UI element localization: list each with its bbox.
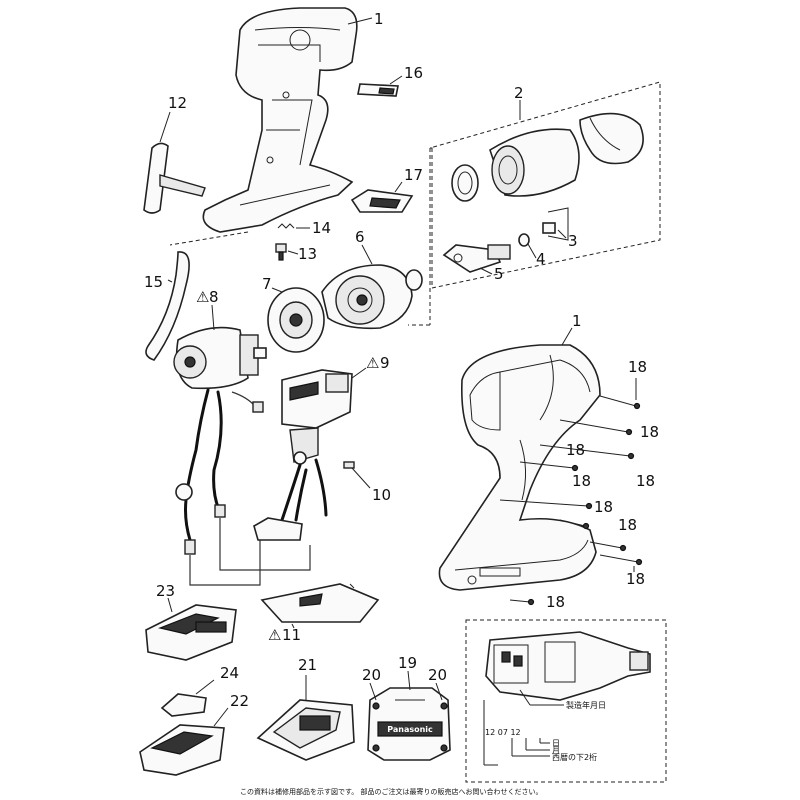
label-20-right: 20	[428, 666, 447, 684]
part-17-plate	[350, 189, 414, 213]
part-6-hammer-case	[321, 264, 423, 330]
housing-half-top	[202, 7, 358, 233]
part-24-cover	[160, 693, 207, 717]
label-4: 4	[536, 250, 546, 268]
label-17: 17	[404, 166, 423, 184]
part-18-screws	[499, 395, 643, 606]
part-7-gear	[267, 287, 325, 353]
part-23-battery	[145, 604, 237, 661]
part-10-screw	[343, 461, 355, 469]
label-12: 12	[168, 94, 187, 112]
part-4-ring	[518, 233, 530, 247]
switch-wire-left	[280, 463, 302, 522]
label-5: 5	[494, 265, 504, 283]
label-18-i: 18	[546, 593, 565, 611]
label-19: 19	[398, 654, 417, 672]
label-2: 2	[514, 84, 524, 102]
label-9: 9	[380, 354, 390, 372]
part-22-battery	[139, 724, 225, 776]
label-23: 23	[156, 582, 175, 600]
inset-legend-month: 月	[552, 746, 560, 755]
part-3-ring	[542, 207, 569, 241]
label-18-e: 18	[636, 472, 655, 490]
warning-8-icon: ⚠	[196, 288, 209, 306]
label-18-g: 18	[618, 516, 637, 534]
motor-wire-left	[184, 388, 210, 542]
label-11: 11	[282, 626, 301, 644]
inset-callout-label: 製造年月日	[566, 700, 606, 710]
part-21-charger	[256, 699, 355, 761]
inset-legend-day: 日	[552, 739, 560, 748]
label-9-warning: ⚠	[366, 354, 379, 372]
label-1-bottom: 1	[572, 312, 582, 330]
case-brand-logo: Panasonic	[387, 725, 433, 734]
label-18-a: 18	[628, 358, 647, 376]
part-11-board	[260, 583, 380, 623]
label-7: 7	[262, 275, 272, 293]
warning-11-icon: ⚠	[268, 626, 281, 644]
part-2-nose-body	[489, 128, 580, 197]
inset-code-digits: 12 07 12	[485, 728, 521, 737]
part-12-belt-clip	[143, 142, 206, 214]
assembled-impact-driver	[438, 344, 601, 591]
part-13-screw	[275, 243, 287, 261]
part-14-spring	[277, 223, 295, 229]
label-22: 22	[230, 692, 249, 710]
date-code-inset	[465, 619, 667, 783]
part-2-ring	[451, 164, 479, 202]
label-18-b: 18	[640, 423, 659, 441]
part-5-anvil	[442, 244, 511, 273]
label-11-warning: ⚠	[268, 626, 281, 644]
label-16: 16	[404, 64, 423, 82]
label-14: 14	[312, 219, 331, 237]
switch-wire-right	[314, 458, 328, 517]
part-16-plate	[357, 83, 399, 97]
part-9-switch	[281, 369, 353, 465]
part-19-carry-case: Panasonic	[367, 687, 451, 761]
label-15: 15	[144, 273, 163, 291]
label-8: 8	[209, 288, 219, 306]
label-18-c: 18	[566, 441, 585, 459]
inset-legend-year: 西暦の下2桁	[552, 752, 597, 762]
label-13: 13	[298, 245, 317, 263]
label-18-h: 18	[626, 570, 645, 588]
part-8-motor	[173, 326, 267, 390]
label-18-d: 18	[572, 472, 591, 490]
label-18-f: 18	[594, 498, 613, 516]
label-3: 3	[568, 232, 578, 250]
footer-note: この資料は補修用部品を示す図です。 部品のご注文は最寄りの販売店へお問い合わせく…	[240, 787, 543, 796]
label-21: 21	[298, 656, 317, 674]
motor-wire-right	[212, 390, 223, 514]
label-24: 24	[220, 664, 239, 682]
label-10: 10	[372, 486, 391, 504]
warning-9-icon: ⚠	[366, 354, 379, 372]
nose-assembly-box	[408, 81, 661, 326]
label-1-top: 1	[374, 10, 384, 28]
label-8-warning: ⚠	[196, 288, 209, 306]
part-15-strap	[145, 251, 190, 361]
label-6: 6	[355, 228, 365, 246]
label-20-left: 20	[362, 666, 381, 684]
part-2-rubber-cover	[579, 112, 644, 165]
terminal-block	[253, 517, 303, 541]
